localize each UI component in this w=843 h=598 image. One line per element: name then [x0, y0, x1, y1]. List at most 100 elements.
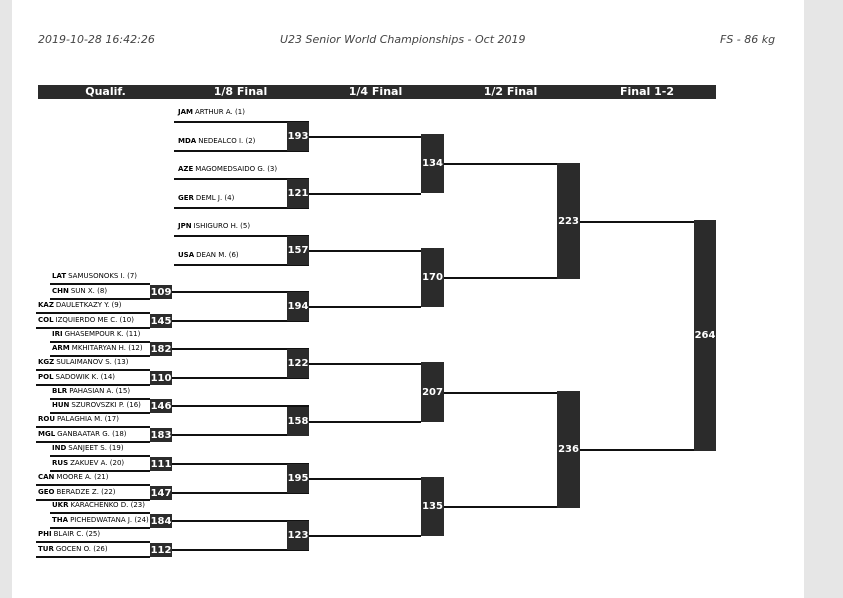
bracket-line [172, 463, 309, 465]
bout-box-1-4-3[interactable]: 207 [421, 362, 444, 422]
bracket-line [309, 250, 421, 252]
bracket-line [36, 327, 150, 329]
bracket-line [444, 277, 558, 279]
bracket-line [309, 535, 421, 537]
timestamp: 2019-10-28 16:42:26 [38, 33, 155, 46]
bout-box-1-2-1[interactable]: 223 [557, 163, 580, 279]
bracket-line [172, 492, 309, 494]
bracket-line [174, 264, 309, 266]
bout-box-1-8-5[interactable]: 122 [287, 349, 309, 378]
bout-box-qualif-7[interactable]: 111 [150, 457, 172, 471]
bout-box-1-8-4[interactable]: 194 [287, 292, 309, 321]
bracket-line [36, 499, 150, 501]
bracket-line [50, 355, 150, 357]
bracket-line [50, 512, 150, 514]
round-1-8-final: 1/8 Final [213, 85, 268, 98]
bout-box-1-8-8[interactable]: 123 [287, 521, 309, 550]
bracket-line [172, 377, 309, 379]
bracket-line [172, 348, 309, 350]
event-title: U23 Senior World Championships - Oct 201… [280, 33, 526, 46]
bout-box-1-4-4[interactable]: 135 [421, 477, 444, 536]
bracket-line [174, 121, 309, 123]
bracket-line [444, 506, 558, 508]
round-1-4-final: 1/4 Final [348, 85, 403, 98]
bracket-line [36, 441, 150, 443]
bracket-line [309, 306, 421, 308]
bracket-line [36, 384, 150, 386]
round-qualif: Qualif. [85, 85, 126, 98]
bout-box-qualif-8[interactable]: 147 [150, 486, 172, 500]
bout-box-1-2-2[interactable]: 236 [557, 391, 580, 508]
bracket-line [309, 193, 421, 195]
bout-box-qualif-5[interactable]: 146 [150, 399, 172, 413]
bracket-line [50, 470, 150, 472]
bout-box-1-8-1[interactable]: 193 [287, 122, 309, 151]
bracket-line [309, 363, 421, 365]
bout-box-qualif-6[interactable]: 183 [150, 428, 172, 442]
weight-category: FS - 86 kg [720, 33, 776, 46]
bout-box-1-8-3[interactable]: 157 [287, 236, 309, 265]
round-1-2-final: 1/2 Final [483, 85, 538, 98]
bracket-line [309, 136, 421, 138]
bout-box-qualif-10[interactable]: 112 [150, 543, 172, 557]
bracket-line [172, 405, 309, 407]
bout-box-1-4-2[interactable]: 170 [421, 248, 444, 307]
bout-box-qualif-3[interactable]: 182 [150, 342, 172, 356]
bracket-line [174, 235, 309, 237]
bracket-line [172, 520, 309, 522]
bout-box-qualif-4[interactable]: 110 [150, 371, 172, 385]
bracket-line [36, 556, 150, 558]
bracket-line [50, 341, 150, 343]
bracket-line [580, 221, 694, 223]
bout-box-1-4-1[interactable]: 134 [421, 134, 444, 193]
bracket-line [174, 178, 309, 180]
round-final: Final 1-2 [619, 85, 674, 98]
bout-box-qualif-1[interactable]: 109 [150, 285, 172, 299]
bracket-line [172, 291, 309, 293]
bout-box-qualif-2[interactable]: 145 [150, 314, 172, 328]
bout-box-1-8-6[interactable]: 158 [287, 407, 309, 436]
bracket-line [50, 527, 150, 529]
bracket-line [580, 449, 694, 451]
bracket-line [444, 392, 558, 394]
bracket-line [36, 426, 150, 428]
bracket-line [36, 484, 150, 486]
bout-box-1-8-7[interactable]: 195 [287, 464, 309, 493]
bracket-line [172, 320, 309, 322]
bracket-line [50, 298, 150, 300]
bracket-line [50, 283, 150, 285]
bracket-line [50, 398, 150, 400]
bracket-line [50, 455, 150, 457]
bracket-line [36, 541, 150, 543]
bracket-line [172, 434, 309, 436]
bout-box-qualif-9[interactable]: 184 [150, 514, 172, 528]
bracket-line [36, 312, 150, 314]
bracket-line [174, 207, 309, 209]
bracket-line [309, 478, 421, 480]
bout-box-1-8-2[interactable]: 121 [287, 179, 309, 208]
bracket-line [172, 549, 309, 551]
bracket-line [444, 163, 558, 165]
bracket-line [50, 412, 150, 414]
bout-box-final[interactable]: 264 [694, 220, 716, 451]
